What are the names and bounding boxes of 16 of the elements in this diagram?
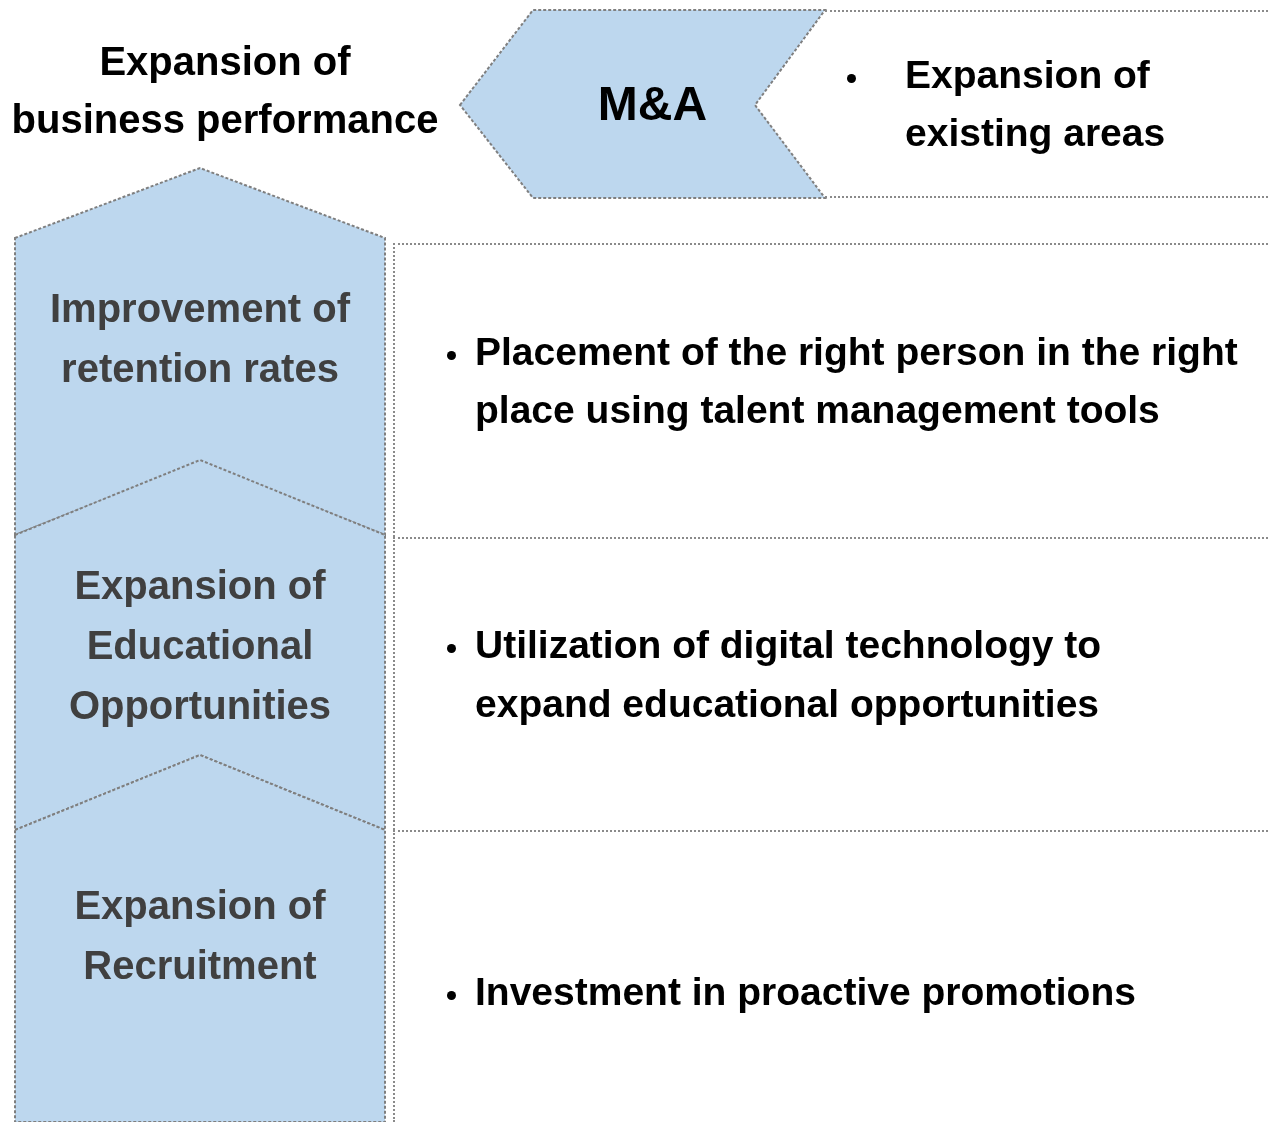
segment-label: Improvement of retention rates: [48, 285, 352, 392]
text-panel: [393, 830, 1268, 1122]
text-panel: [825, 10, 1268, 198]
bullet-text: Expansion of existing areas: [825, 45, 1268, 163]
bullet-text: Investment in proactive promotions: [395, 962, 1136, 1022]
segment-label: Expansion of Recruitment: [73, 882, 327, 989]
chevron-segment: [15, 168, 385, 535]
segment-label: M&A: [597, 76, 708, 132]
bullet-text: Utilization of digital technology to expand educational opportunities: [395, 616, 1238, 733]
bullet-text: Placement of the right person in the right place using talent management tools: [395, 322, 1238, 440]
segment-label: Expansion of Educational Opportunities: [67, 562, 333, 729]
text-panel: [393, 537, 1268, 830]
text-panel: [393, 243, 1268, 537]
chevron-tag: [460, 10, 825, 198]
heading: Expansion of business performance: [10, 38, 440, 143]
chevron-segment: [15, 460, 385, 830]
